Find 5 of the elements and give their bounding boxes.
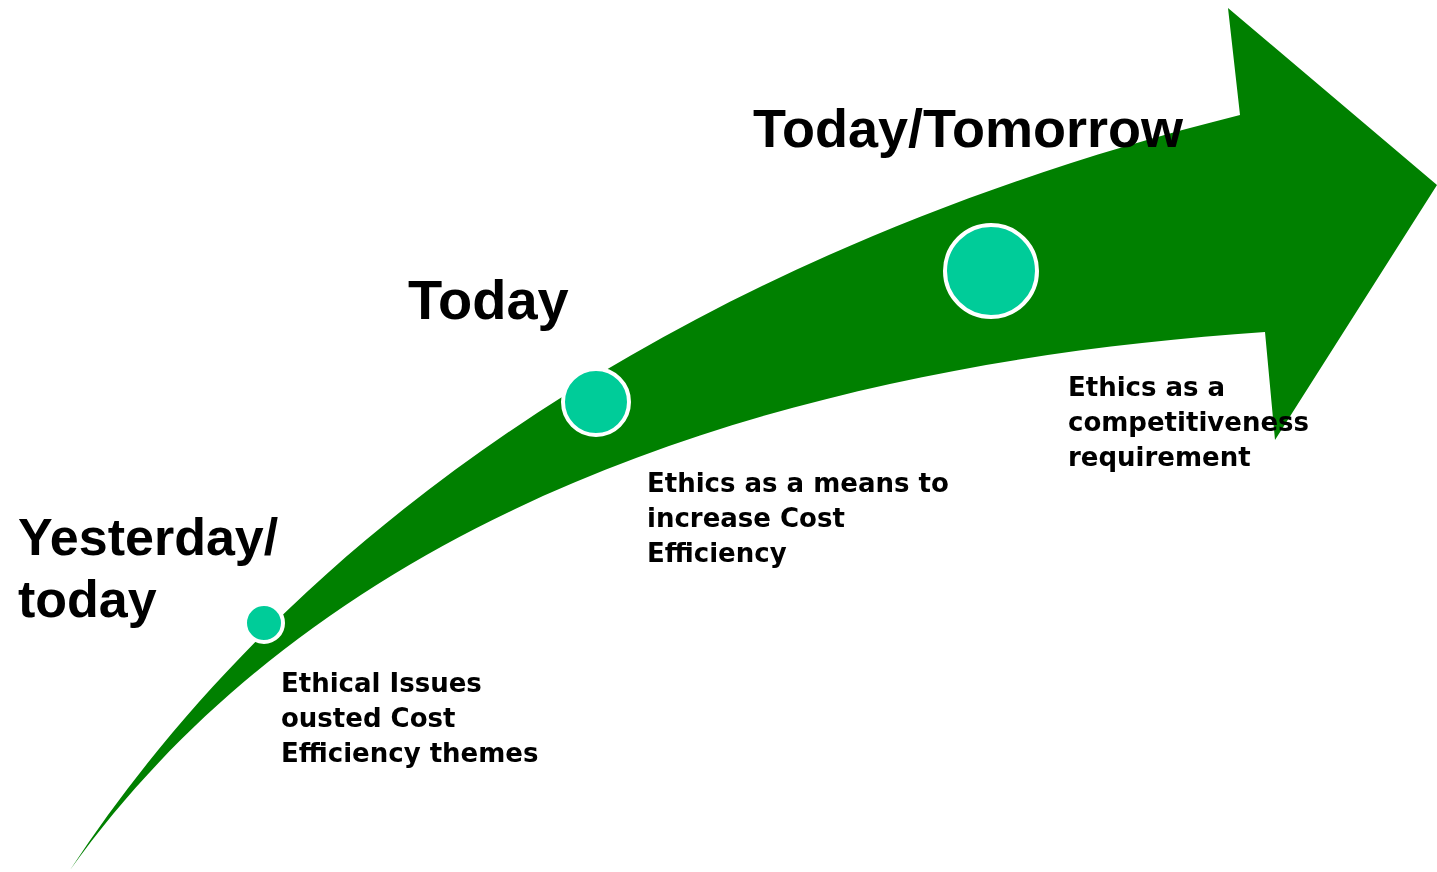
- stage-description: Ethical Issues ousted Cost Efficiency themes: [281, 667, 540, 770]
- stage-heading: Yesterday/ today: [18, 507, 280, 631]
- stage-heading: Today: [408, 267, 570, 333]
- stage-heading: Today/Tomorrow: [753, 97, 1184, 160]
- stage-description: Ethics as a means to increase Cost Efficiency: [647, 467, 950, 570]
